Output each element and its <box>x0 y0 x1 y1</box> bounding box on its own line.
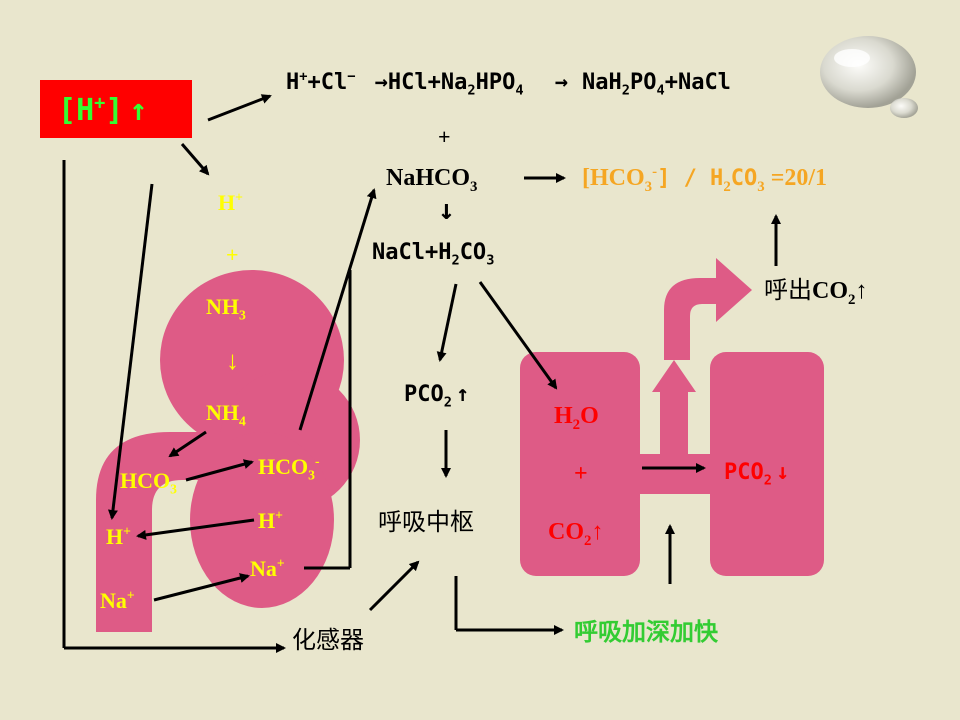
water-droplet <box>820 36 918 118</box>
kidney-down-arrow-icon: ↓ <box>226 346 239 375</box>
kidney-h-plus-right: H+ <box>258 507 283 533</box>
down-arrow-icon: ↓ <box>438 193 455 226</box>
lung-co2-label: CO2↑ <box>548 519 604 549</box>
h-plus-label: [H+]↑ <box>58 93 148 128</box>
kidney-nh3: NH3 <box>206 294 246 323</box>
chemoreceptor-label: 化感器 <box>292 626 364 654</box>
kidney-plus-sign: + <box>226 242 239 267</box>
kidney-hco3-right: HCO3- <box>258 453 320 483</box>
plus-sign: + <box>438 124 451 149</box>
kidney-h-plus-left: H+ <box>106 523 131 549</box>
kidney-nh4: NH4 <box>206 400 246 429</box>
lung-plus-sign: + <box>574 461 588 487</box>
lung-shape <box>520 258 824 576</box>
kidney-na-plus-left: Na+ <box>100 587 135 613</box>
kidney-na-plus-right: Na+ <box>250 555 285 581</box>
flow-arrows <box>62 94 781 653</box>
bicarbonate-ratio: [HCO3-] / H2CO3 =20/1 <box>582 164 828 195</box>
nacl-h2co3-label: NaCl+H2CO3 <box>372 240 495 269</box>
kidney-shape <box>96 270 360 632</box>
equation-line: H++Cl− →HCl+Na2HPO4 →NaH2PO4+NaCl <box>286 68 731 99</box>
faster-breathing-label: 呼吸加深加快 <box>574 618 718 646</box>
pco2-fall-label: PCO2↓ <box>724 460 790 489</box>
pco2-rise-label: PCO2↑ <box>404 382 470 411</box>
exhale-co2-label: 呼出CO2↑ <box>764 276 868 308</box>
respiratory-center-label: 呼吸中枢 <box>378 508 474 536</box>
kidney-hco3-left: HCO3 <box>120 468 177 497</box>
kidney-h-plus: H+ <box>218 189 243 215</box>
h-plus-box: [H+]↑ <box>40 80 192 138</box>
lung-h2o-label: H2O <box>554 403 599 433</box>
nahco3-label: NaHCO3 <box>386 165 478 195</box>
